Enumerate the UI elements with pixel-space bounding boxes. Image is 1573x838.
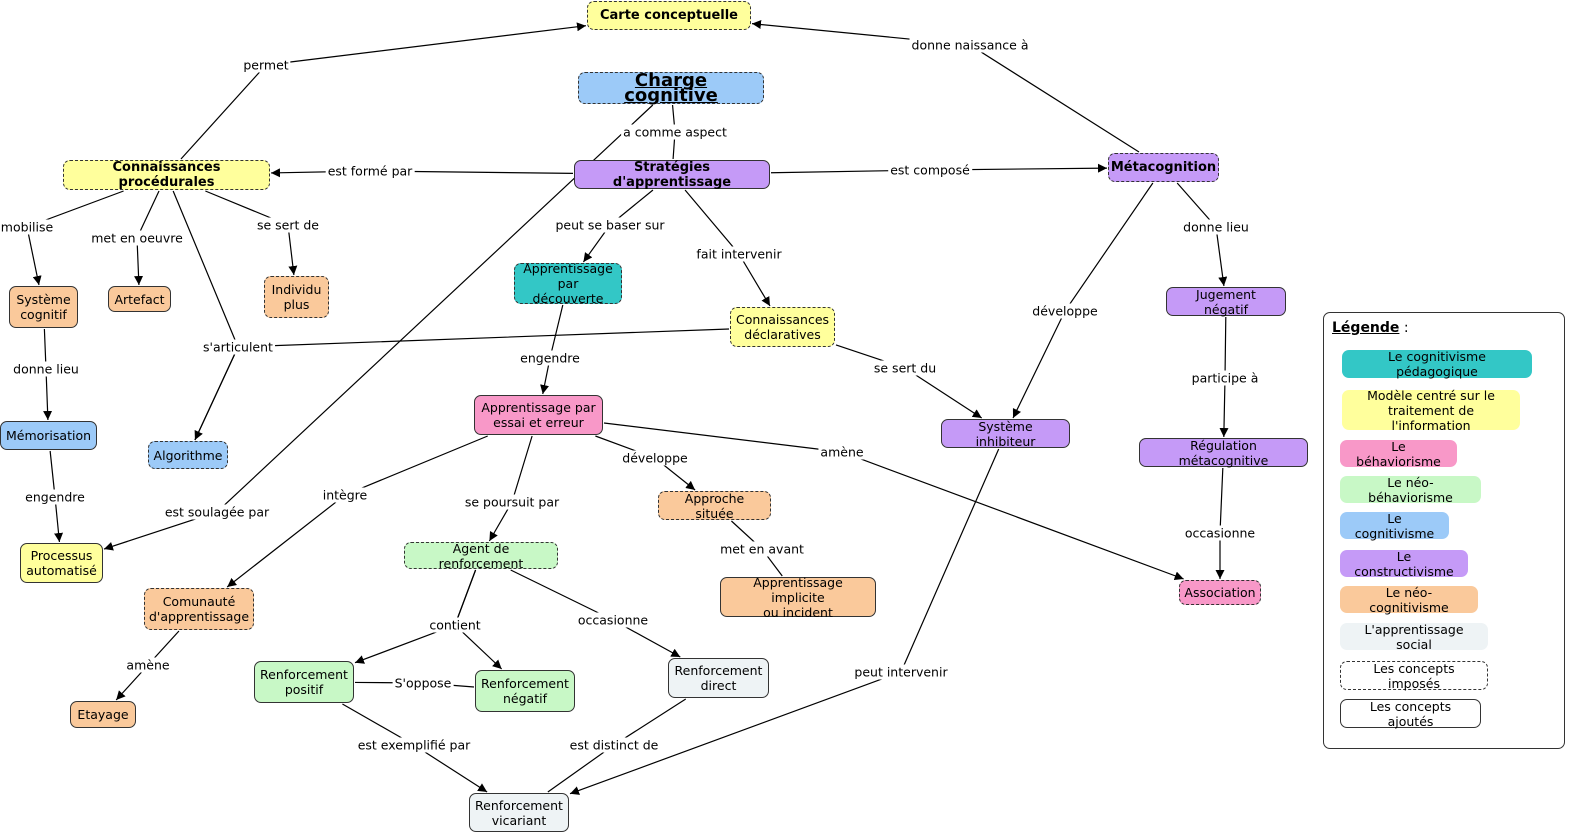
concept-node-renf-direct[interactable]: Renforcement direct (668, 658, 769, 698)
edge-label-regulation-to-association: occasionne (1182, 525, 1258, 541)
edge-label-metacognition-to-carte: donne naissance à (909, 37, 1031, 53)
edge-label-memorisation-to-processus: engendre (23, 489, 87, 505)
concept-node-agent[interactable]: Agent de renforcement (404, 541, 558, 571)
concept-node-carte[interactable]: Carte conceptuelle (587, 1, 751, 30)
edge-label-systeme-cognitif-to-memorisation: donne lieu (11, 361, 81, 377)
legend-item: Le néo-cognitivisme (1340, 585, 1478, 615)
edge-label-app-essai-to-association: amène (818, 444, 866, 460)
edge-label-charge-to-processus: est soulagée par (162, 504, 272, 520)
edge-strategies-to-conn-proc (270, 168, 574, 178)
edge-regulation-to-association (1215, 467, 1225, 579)
edge-label-app-essai-to-approche: développe (620, 450, 690, 466)
edge-agent-to-renf-positif (354, 569, 477, 664)
legend-item: Le béhaviorisme (1340, 439, 1457, 469)
concept-node-artefact[interactable]: Artefact (108, 286, 171, 312)
concept-node-individu[interactable]: Individu plus (264, 276, 329, 318)
edge-label-metacognition-to-jugement: donne lieu (1181, 219, 1251, 235)
edge-conn-decl-to-algorithme (194, 328, 730, 441)
concept-node-renf-negatif[interactable]: Renforcement négatif (475, 670, 575, 712)
concept-node-metacognition[interactable]: Métacognition (1108, 153, 1219, 182)
edge-label-conn-proc-to-algorithme: s'articulent (201, 339, 275, 355)
edge-label-conn-decl-to-sys-inhib: se sert du (871, 360, 939, 376)
edge-label-conn-proc-to-artefact: met en oeuvre (89, 230, 185, 246)
concept-node-app-decouverte[interactable]: Apprentissage par découverte (514, 261, 622, 306)
edge-label-conn-proc-to-systeme-cognitif: mobilise (0, 219, 56, 235)
edge-label-approche-to-app-implicite: met en avant (718, 541, 806, 557)
legend-item: Le cognitivisme pédagogique (1342, 349, 1532, 379)
edge-label-app-essai-to-comunaute: intègre (320, 487, 370, 503)
edge-label-agent-to-renf-direct: occasionne (575, 612, 651, 628)
concept-node-conn-proc[interactable]: Connaissances procédurales (63, 160, 270, 190)
edge-conn-proc-to-carte (180, 22, 587, 160)
edge-conn-decl-to-sys-inhib (835, 344, 983, 419)
concept-node-systeme-cognitif[interactable]: Système cognitif (9, 286, 78, 328)
concept-node-regulation[interactable]: Régulation métacognitive (1139, 438, 1308, 468)
edge-label-strategies-to-metacognition: est composé (888, 162, 972, 178)
edge-label-app-essai-to-agent: se poursuit par (462, 494, 562, 510)
edge-conn-proc-to-algorithme (172, 190, 239, 441)
edge-label-metacognition-to-sys-inhib: développe (1030, 303, 1100, 319)
edge-metacognition-to-jugement (1176, 182, 1228, 287)
legend-title: Légende : (1332, 320, 1409, 336)
legend-item: L'apprentissage social (1340, 622, 1488, 652)
concept-node-jugement[interactable]: Jugement négatif (1166, 287, 1286, 317)
concept-node-etayage[interactable]: Etayage (70, 701, 136, 728)
edge-app-essai-to-agent (488, 435, 533, 542)
concept-node-strategies[interactable]: Stratégies d'apprentissage (574, 160, 770, 190)
edge-label-conn-proc-to-individu: se sert de (254, 217, 322, 233)
edge-label-strategies-to-conn-decl: fait intervenir (694, 246, 784, 262)
concept-node-app-essai[interactable]: Apprentissage par essai et erreur (474, 395, 603, 435)
concept-node-sys-inhib[interactable]: Système inhibiteur (941, 419, 1070, 449)
edge-metacognition-to-sys-inhib (1012, 182, 1154, 419)
edge-label-renf-direct-to-renf-vicariant: est distinct de (567, 737, 661, 753)
edge-label-charge-to-strategies: a comme aspect (621, 124, 729, 140)
edge-label-sys-inhib-to-renf-vicariant: peut intervenir (852, 664, 950, 680)
concept-node-app-implicite[interactable]: Apprentissage implicite ou incident (720, 575, 876, 620)
edge-conn-proc-to-individu (205, 190, 298, 276)
concept-node-renf-vicariant[interactable]: Renforcement vicariant (469, 793, 569, 832)
concept-node-conn-decl[interactable]: Connaissances déclaratives (730, 307, 835, 347)
edge-label-app-decouverte-to-app-essai: engendre (518, 350, 582, 366)
concept-node-algorithme[interactable]: Algorithme (148, 441, 228, 469)
legend-item: Le constructivisme (1340, 549, 1468, 579)
edge-label-renf-positif-to-renf-negatif: S'oppose (392, 675, 454, 691)
legend-item: Le néo-béhaviorisme (1340, 475, 1481, 505)
edge-label-conn-proc-to-carte: permet (241, 57, 291, 73)
edge-label-agent-to-renf-positif: contient (427, 617, 483, 633)
legend-item: Les concepts imposés (1340, 661, 1488, 691)
concept-node-association[interactable]: Association (1179, 580, 1261, 605)
concept-node-charge[interactable]: Charge cognitive (578, 72, 764, 105)
concept-node-processus[interactable]: Processus automatisé (20, 543, 103, 583)
legend-item: Les concepts ajoutés (1340, 699, 1481, 729)
edge-label-strategies-to-conn-proc: est formé par (325, 163, 415, 179)
legend-item: Modèle centré sur le traitement de l'inf… (1342, 388, 1520, 433)
concept-node-renf-positif[interactable]: Renforcement positif (254, 661, 354, 703)
edge-label-renf-positif-to-renf-vicariant: est exemplifié par (355, 737, 473, 753)
edge-label-jugement-to-regulation: participe à (1189, 370, 1261, 386)
concept-node-approche[interactable]: Approche située (658, 491, 771, 521)
concept-node-comunaute[interactable]: Comunauté d'apprentissage (144, 588, 254, 630)
edge-label-strategies-to-app-decouverte: peut se baser sur (553, 217, 667, 233)
concept-node-memorisation[interactable]: Mémorisation (0, 421, 97, 450)
edge-label-comunaute-to-etayage: amène (124, 657, 172, 673)
edge-app-decouverte-to-app-essai (540, 304, 564, 395)
legend-item: Le cognitivisme (1340, 511, 1449, 541)
